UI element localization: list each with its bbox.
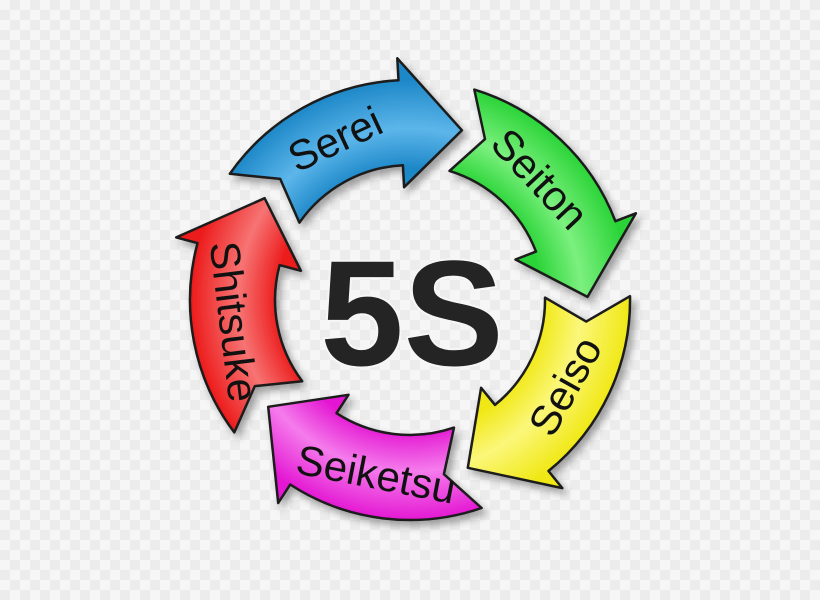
arrow-seiketsu (266, 393, 483, 522)
arrow-group (174, 57, 638, 522)
center-label: 5S (320, 229, 503, 397)
arrow-shitsuke (174, 196, 304, 434)
arrow-seiso (466, 294, 632, 490)
arrow-serei (228, 57, 464, 224)
arrow-seiton (448, 88, 638, 299)
